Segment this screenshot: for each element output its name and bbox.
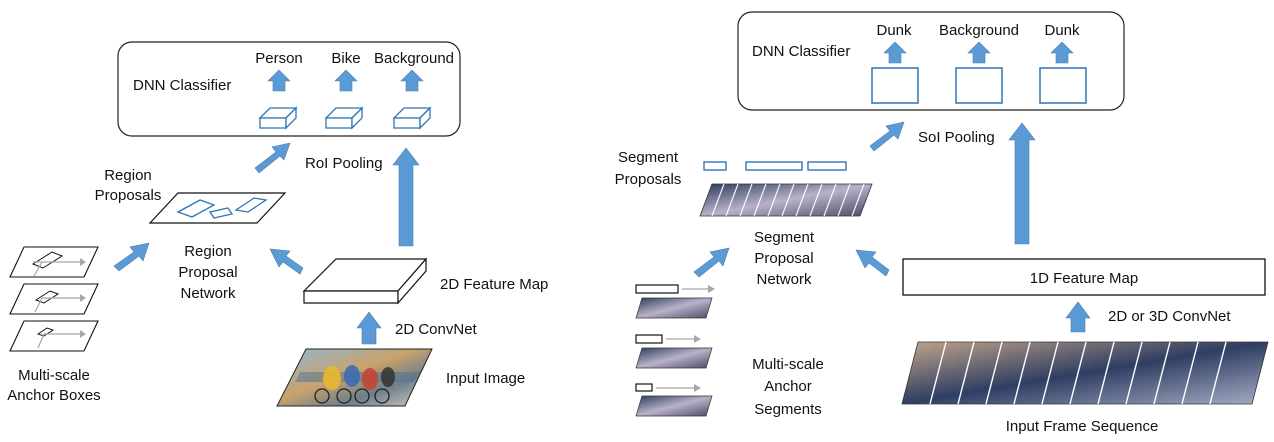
left-output-label-bike: Bike [331,50,360,67]
left-roi-diagonal-arrow [254,142,291,174]
left-input-label: Input Image [446,370,525,387]
right-spn-label-line2: Proposal [754,250,813,267]
right-convnet-arrow [1065,301,1091,333]
left-rpn-label-line1: Region [184,243,232,260]
right-feature-map-label: 1D Feature Map [1030,270,1138,287]
right-input-frame-sequence [901,341,1269,405]
right-soi-diagonal-arrow [869,121,905,152]
right-anchor-segment-3 [635,383,713,417]
left-anchor-plane-1 [9,246,99,278]
left-rpn-label-line3: Network [180,285,236,302]
left-roi-pooling-label: RoI Pooling [305,155,383,172]
right-panel: DNN Classifier Dunk Background Dunk SoI … [615,11,1269,435]
right-anchors-label-line1: Multi-scale [752,356,824,373]
left-output-arrow-background [400,69,424,92]
left-rpn-label-line2: Proposal [178,264,237,281]
left-output-label-person: Person [255,50,303,67]
left-panel: DNN Classifier Person Bike Background [7,41,548,407]
right-anchors-label-line3: Segments [754,401,822,418]
right-output-label-background: Background [939,22,1019,39]
right-featuremap-to-spn-arrow [855,249,890,277]
right-segment-frame-strip [699,183,873,217]
left-feature-map-label: 2D Feature Map [440,276,548,293]
left-classifier-title: DNN Classifier [133,77,231,94]
right-feature-map-bar [902,258,1266,296]
right-feature-box-background [955,67,1003,104]
right-output-arrow-dunk-2 [1050,41,1074,64]
right-output-label-dunk-1: Dunk [876,22,912,39]
right-segment-proposals-label-line1: Segment [618,149,679,166]
right-output-arrow-dunk-1 [883,41,907,64]
left-anchor-plane-2 [9,283,99,315]
right-anchor-segments [635,284,715,417]
left-anchors-label-line1: Multi-scale [18,367,90,384]
right-classifier-box [737,11,1125,111]
left-output-arrow-person [267,69,291,92]
right-segment-proposals-label-line2: Proposals [615,171,682,188]
right-spn-label-line3: Network [756,271,812,288]
left-input-image [276,348,433,407]
left-feature-cube-background [392,106,432,130]
left-featuremap-to-rpn-arrow [269,248,304,275]
left-feature-map-slab [302,257,428,305]
right-soi-vertical-arrow [1008,122,1036,245]
left-anchors-label-line2: Anchor Boxes [7,387,100,404]
left-convnet-label: 2D ConvNet [395,321,478,338]
right-feature-box-dunk-1 [871,67,919,104]
left-feature-cube-bike [324,106,364,130]
right-anchor-to-spn-arrow [693,247,730,278]
right-spn-label-line1: Segment [754,229,815,246]
left-output-arrow-bike [334,69,358,92]
left-output-label-background: Background [374,50,454,67]
right-classifier-title: DNN Classifier [752,43,850,60]
left-region-proposals-label-line1: Region [104,167,152,184]
right-segment-proposal-2 [745,161,803,171]
left-anchor-boxes [9,246,99,352]
right-segment-proposal-1 [703,161,727,171]
right-output-arrow-background [967,41,991,64]
left-feature-cube-person [258,106,298,130]
right-soi-pooling-label: SoI Pooling [918,129,995,146]
right-segment-proposal-3 [807,161,847,171]
right-anchor-segment-2 [635,334,713,369]
right-convnet-label: 2D or 3D ConvNet [1108,308,1231,325]
right-feature-box-dunk-2 [1039,67,1087,104]
left-region-proposals-plane [148,192,287,224]
right-anchor-segment-1 [635,284,715,319]
left-anchor-to-rpn-arrow [113,242,150,272]
left-region-proposals-label-line2: Proposals [95,187,162,204]
left-roi-vertical-arrow [392,147,420,247]
left-classifier-box [117,41,461,137]
right-anchors-label-line2: Anchor [764,378,812,395]
left-anchor-plane-3 [9,320,99,352]
left-convnet-arrow [356,311,382,345]
right-output-label-dunk-2: Dunk [1044,22,1080,39]
right-input-label: Input Frame Sequence [1006,418,1159,435]
